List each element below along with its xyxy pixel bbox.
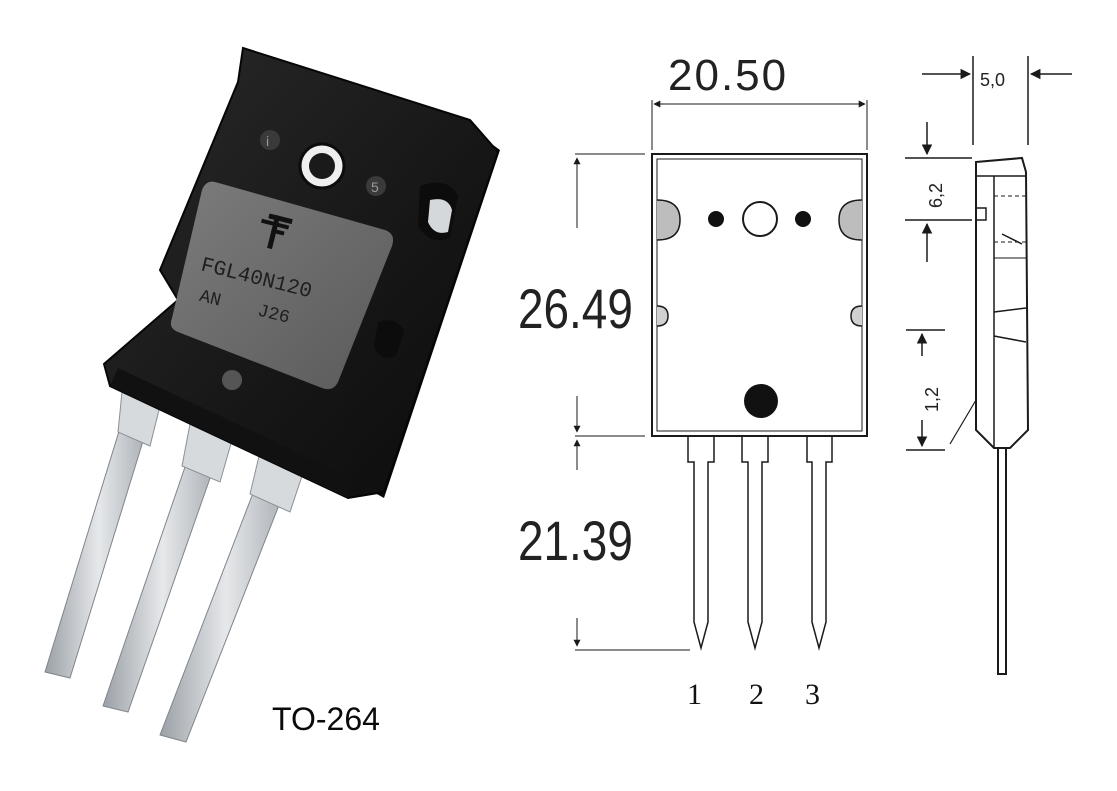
front-view-body bbox=[651, 153, 868, 437]
photo-mold-mark-i: i bbox=[266, 133, 269, 149]
thickness-dimension-label: 5,0 bbox=[980, 70, 1005, 90]
side-view-body bbox=[975, 156, 1030, 449]
photo-leads bbox=[44, 391, 305, 743]
lead-shoulder-dimension-label: 1,2 bbox=[922, 387, 942, 412]
pin-label-2: 2 bbox=[749, 678, 764, 711]
photo-mold-mark-5: 5 bbox=[371, 179, 379, 195]
photo-marking-area bbox=[170, 181, 394, 390]
pin-label-3: 3 bbox=[805, 678, 820, 711]
fairchild-logo-icon bbox=[261, 213, 293, 250]
package-photo: i 5 FGL40N120 AN J26 TO-264 bbox=[44, 46, 500, 743]
front-view-mounting-hole bbox=[742, 201, 778, 237]
tab-dimension-label: 6,2 bbox=[926, 183, 946, 208]
front-view-leads bbox=[687, 436, 833, 651]
lead-length-dimension-label: 21.39 bbox=[518, 510, 633, 572]
body-height-dimension-label: 26.49 bbox=[518, 278, 633, 340]
photo-ejector-mark bbox=[222, 370, 242, 390]
width-dimension-label: 20.50 bbox=[668, 51, 788, 100]
side-view-lead bbox=[997, 448, 1007, 675]
package-label: TO-264 bbox=[272, 701, 380, 737]
front-view-drawing bbox=[573, 100, 868, 651]
side-view-drawing bbox=[905, 56, 1072, 675]
pin-label-1: 1 bbox=[687, 678, 702, 711]
